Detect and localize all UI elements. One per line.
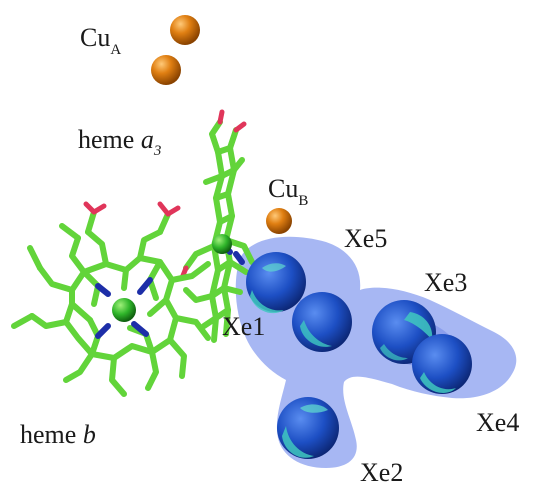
cua-atom-2 bbox=[151, 55, 181, 85]
label-xe5: Xe5 bbox=[344, 224, 387, 253]
label-heme-a3: heme a3 bbox=[78, 125, 161, 159]
label-xe1: Xe1 bbox=[222, 312, 265, 341]
xe5-atom bbox=[246, 252, 306, 314]
cub-atom bbox=[266, 208, 292, 234]
label-xe3: Xe3 bbox=[424, 268, 467, 297]
heme-b-molecule bbox=[11, 201, 211, 397]
label-xe4: Xe4 bbox=[476, 408, 519, 437]
label-xe2: Xe2 bbox=[360, 458, 403, 487]
xe2-atom bbox=[277, 397, 339, 459]
label-cua: CuA bbox=[80, 23, 121, 58]
xe1-atom bbox=[292, 292, 352, 352]
heme-b-iron-atom bbox=[112, 298, 136, 322]
xe4-atom bbox=[412, 334, 472, 394]
label-cub: CuB bbox=[268, 174, 308, 209]
heme-a3-iron-atom bbox=[212, 234, 232, 254]
cua-atom-1 bbox=[170, 15, 200, 45]
label-heme-b: heme b bbox=[20, 420, 96, 449]
